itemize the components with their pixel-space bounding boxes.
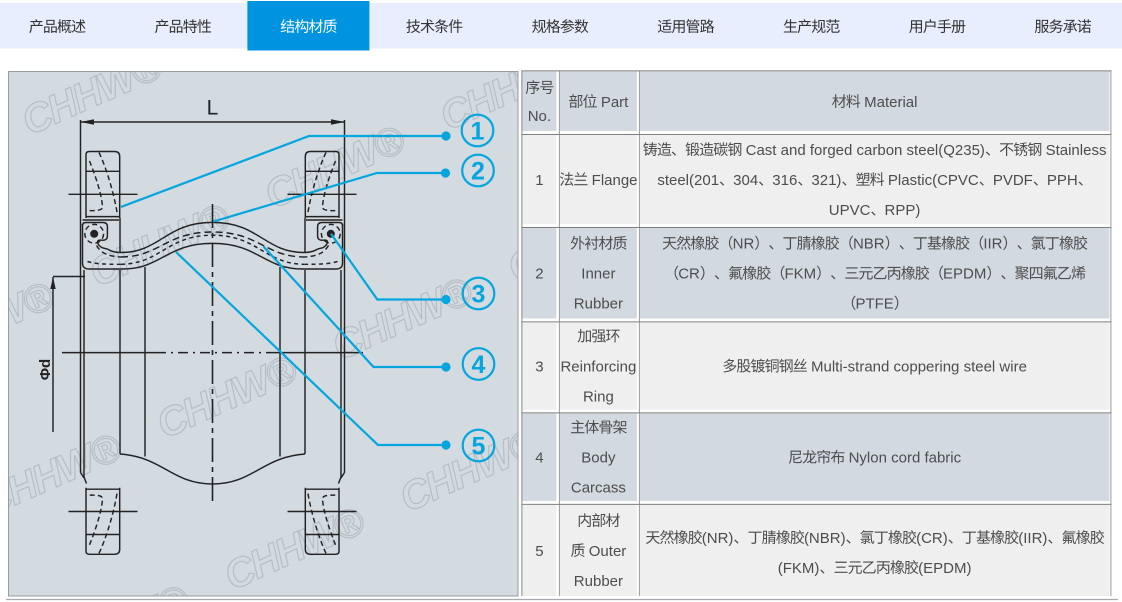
svg-text:Rubber: Rubber <box>574 296 623 313</box>
svg-text:Φd: Φd <box>37 359 54 380</box>
svg-text:2: 2 <box>471 157 485 185</box>
svg-text:316: 316 <box>772 172 797 189</box>
svg-text:No.: No. <box>528 108 551 125</box>
svg-text:304: 304 <box>733 172 758 189</box>
svg-text:Ring: Ring <box>583 388 614 405</box>
svg-text:RPP): RPP) <box>885 202 921 219</box>
svg-text:Stainless: Stainless <box>1046 142 1107 159</box>
svg-text:L: L <box>207 97 219 120</box>
svg-text:CR: CR <box>678 266 700 283</box>
svg-text:Plastic(CPVC: Plastic(CPVC <box>888 172 979 189</box>
svg-text:Cast and forged carbon steel(Q: Cast and forged carbon steel(Q235) <box>746 142 985 159</box>
svg-text:IIR: IIR <box>983 236 1002 253</box>
svg-text:PTFE: PTFE <box>855 296 893 313</box>
svg-text:2: 2 <box>535 266 543 283</box>
svg-text:Flange: Flange <box>592 172 638 189</box>
svg-text:1: 1 <box>535 172 543 189</box>
svg-text:Multi-strand coppering steel w: Multi-strand coppering steel wire <box>811 358 1027 375</box>
svg-text:Part: Part <box>601 94 629 111</box>
svg-text:PVDF: PVDF <box>993 172 1033 189</box>
svg-text:(CR): (CR) <box>916 530 948 547</box>
svg-text:(NR): (NR) <box>702 530 734 547</box>
svg-text:EPDM: EPDM <box>943 266 986 283</box>
svg-text:(EPDM): (EPDM) <box>918 560 971 577</box>
svg-text:Outer: Outer <box>589 543 627 560</box>
svg-text:5: 5 <box>535 543 543 560</box>
svg-text:3: 3 <box>472 280 486 308</box>
svg-text:(IIR): (IIR) <box>1018 530 1047 547</box>
svg-text:steel(201: steel(201 <box>657 172 719 189</box>
svg-text:Rubber: Rubber <box>574 573 623 590</box>
svg-text:FKM: FKM <box>784 266 816 283</box>
svg-text:1: 1 <box>471 117 485 145</box>
svg-text:4: 4 <box>472 351 486 379</box>
svg-text:321): 321) <box>811 172 841 189</box>
svg-text:UPVC: UPVC <box>829 202 871 219</box>
svg-text:Reinforcing: Reinforcing <box>560 358 636 375</box>
svg-text:Carcass: Carcass <box>571 480 626 497</box>
svg-text:Material: Material <box>864 94 917 111</box>
svg-text:5: 5 <box>472 432 486 460</box>
svg-text:(FKM): (FKM) <box>778 560 820 577</box>
svg-text:NR: NR <box>733 236 755 253</box>
svg-text:Nylon cord fabric: Nylon cord fabric <box>849 450 962 467</box>
svg-text:PPH: PPH <box>1047 172 1078 189</box>
svg-text:NBR: NBR <box>853 236 885 253</box>
svg-text:4: 4 <box>535 450 543 467</box>
svg-text:(NBR): (NBR) <box>804 530 846 547</box>
svg-text:Body: Body <box>581 450 616 467</box>
svg-text:3: 3 <box>535 358 543 375</box>
svg-text:Inner: Inner <box>581 266 615 283</box>
